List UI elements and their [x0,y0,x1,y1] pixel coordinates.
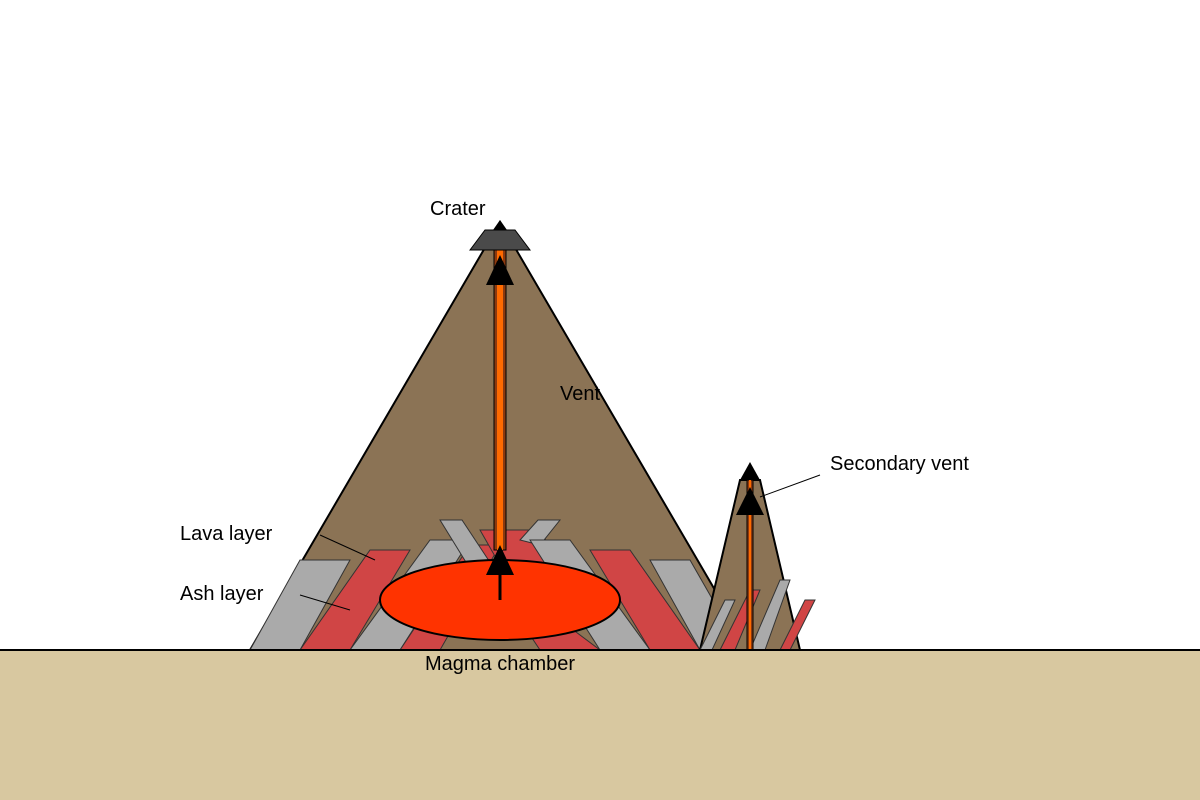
crater-label: Crater [430,198,486,220]
main-vent-core [497,250,503,550]
upward-arrow-icon [486,255,514,285]
main-vent-flow-arrows [486,255,514,600]
upward-arrow-icon [486,545,514,575]
lava-layer-label: Lava layer [180,523,273,545]
ash-layer-label: Ash layer [180,583,264,605]
crater [469,229,531,251]
secondary-vent-leader [759,474,821,498]
crater-tip [493,220,507,230]
secondary-vent-label: Secondary vent [830,453,969,475]
secondary-vent-tip [740,462,760,480]
upward-arrow-icon [736,487,764,515]
magma-chamber-label: Magma chamber [425,653,575,675]
secondary-vent-core [749,480,751,650]
leader-lines [299,474,821,611]
lava-layer-leader [319,534,376,561]
vent-label: Vent [560,383,600,405]
ash-layer-leader [299,594,351,611]
ground [0,650,1200,800]
